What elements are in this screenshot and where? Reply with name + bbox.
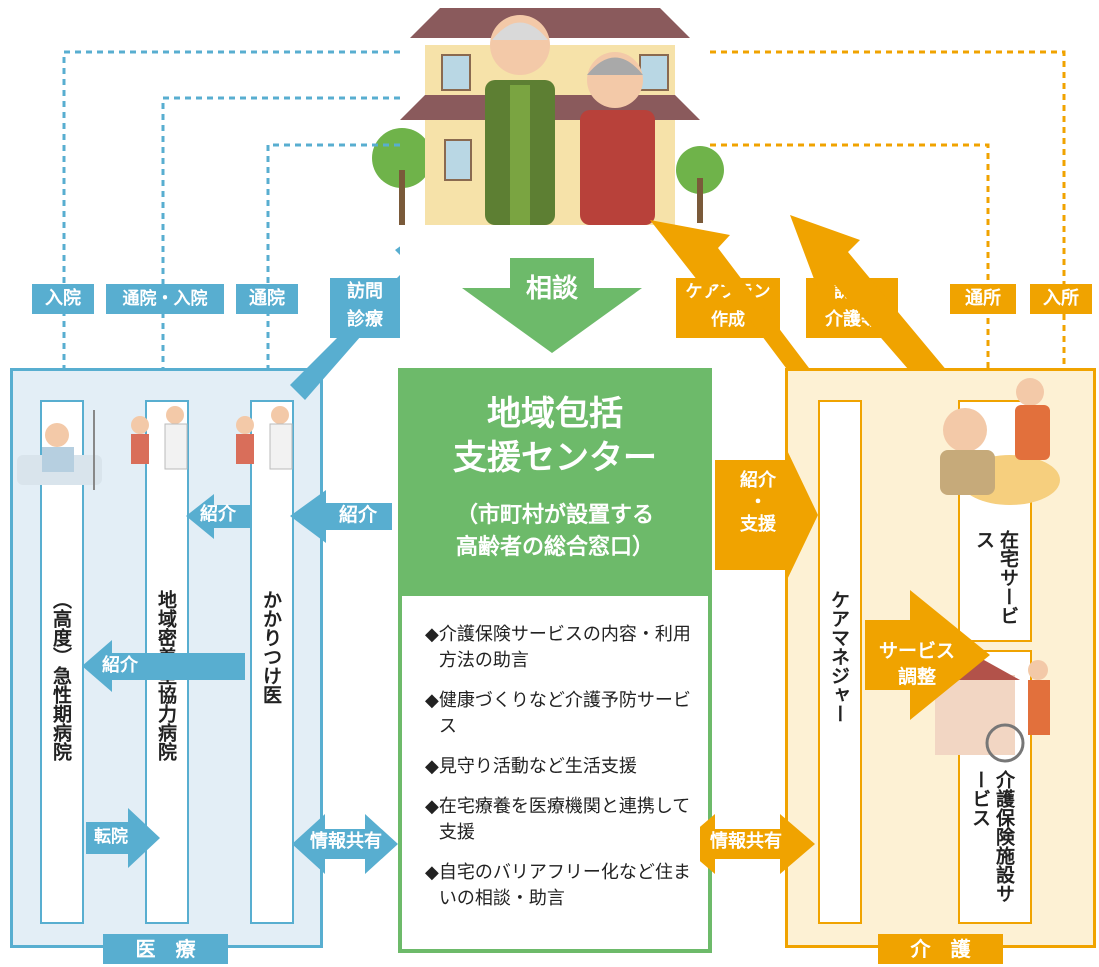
house-illustration: [372, 8, 724, 225]
service-list: ◆介護保険サービスの内容・利用方法の助言 ◆健康づくりなど介護予防サービス ◆見…: [425, 622, 695, 926]
info-share-left-label: 情報共有: [310, 831, 382, 852]
info-share-right-arrow: [700, 814, 815, 874]
care-plan-arrow: [650, 220, 812, 400]
doctor-patient-illustration-2: [236, 406, 293, 470]
acute-hospital-column: [40, 400, 84, 924]
facility-service-title: 介護保険施設サービス: [969, 770, 1015, 903]
service-item: ◆介護保険サービスの内容・利用方法の助言: [425, 624, 691, 671]
title-line-2: 支援センター: [453, 438, 657, 478]
admission-label: 入院: [32, 284, 94, 314]
referral-arrow-to-acute: [82, 640, 245, 692]
medical-arrows: [82, 246, 400, 874]
service-coordination-arrow: [865, 590, 990, 720]
info-share-left-arrow: [292, 814, 398, 874]
outpatient-label: 通院: [236, 284, 298, 314]
medical-section-label: 医 療: [103, 934, 228, 964]
hospital-bed-illustration: [17, 410, 102, 490]
family-doctor-column: [250, 400, 294, 924]
care-link-arrows: [700, 446, 990, 874]
referral-arrow-center-to-doctor: [290, 490, 392, 543]
outpatient-admission-label: 通院・入院: [106, 284, 224, 314]
family-doctor-title: かかりつけ医: [260, 590, 282, 704]
service-item: ◆見守り活動など生活支援: [425, 756, 637, 777]
home-care-arrow: [790, 215, 948, 400]
transfer-label: 転院: [94, 827, 128, 847]
subtitle-line-1: （市町村が設置する: [455, 503, 654, 528]
home-service-title: 在宅サービス: [973, 530, 1019, 625]
subtitle-line-2: 高齢者の総合窓口）: [455, 535, 654, 560]
title-line-1: 地域包括: [487, 394, 623, 434]
service-item: ◆自宅のバリアフリー化など住まいの相談・助言: [425, 862, 691, 909]
home-visit-medical-label: 訪問 診療: [330, 278, 400, 338]
care-arrows-to-house: [650, 215, 948, 400]
support-center-title: 地域包括 支援センター: [398, 392, 712, 480]
support-center-subtitle: （市町村が設置する 高齢者の総合窓口）: [398, 500, 712, 564]
home-care-illustration: [940, 378, 1060, 505]
referral-arrow-doctor-to-regional: [186, 494, 250, 539]
service-item: ◆健康づくりなど介護予防サービス: [425, 690, 691, 737]
referral-label-acute: 紹介: [102, 655, 138, 676]
day-service-label: 通所: [950, 284, 1016, 314]
referral-label-doctor: 紹介: [200, 504, 236, 525]
transfer-arrow: [86, 808, 160, 868]
info-share-right-label: 情報共有: [710, 831, 782, 852]
consultation-label: 相談: [525, 274, 578, 304]
service-item: ◆在宅療養を医療機関と連携して支援: [425, 796, 691, 843]
care-manager-column: [818, 400, 862, 924]
doctor-patient-illustration-1: [131, 406, 188, 470]
care-manager-title: ケアマネジャー: [828, 590, 850, 723]
support-center-header: [398, 368, 712, 596]
consultation-arrow: [462, 258, 642, 353]
facility-admission-label: 入所: [1030, 284, 1092, 314]
referral-label-center: 紹介: [338, 504, 377, 526]
home-visit-arrow: [290, 246, 400, 400]
acute-hospital-title: （高度）急性期病院: [50, 590, 72, 761]
referral-support-arrow: [715, 446, 818, 584]
service-coordination-label: サービス 調整: [878, 640, 955, 688]
care-section-label: 介 護: [878, 934, 1003, 964]
referral-support-label: 紹介 ・ 支援: [740, 470, 776, 535]
